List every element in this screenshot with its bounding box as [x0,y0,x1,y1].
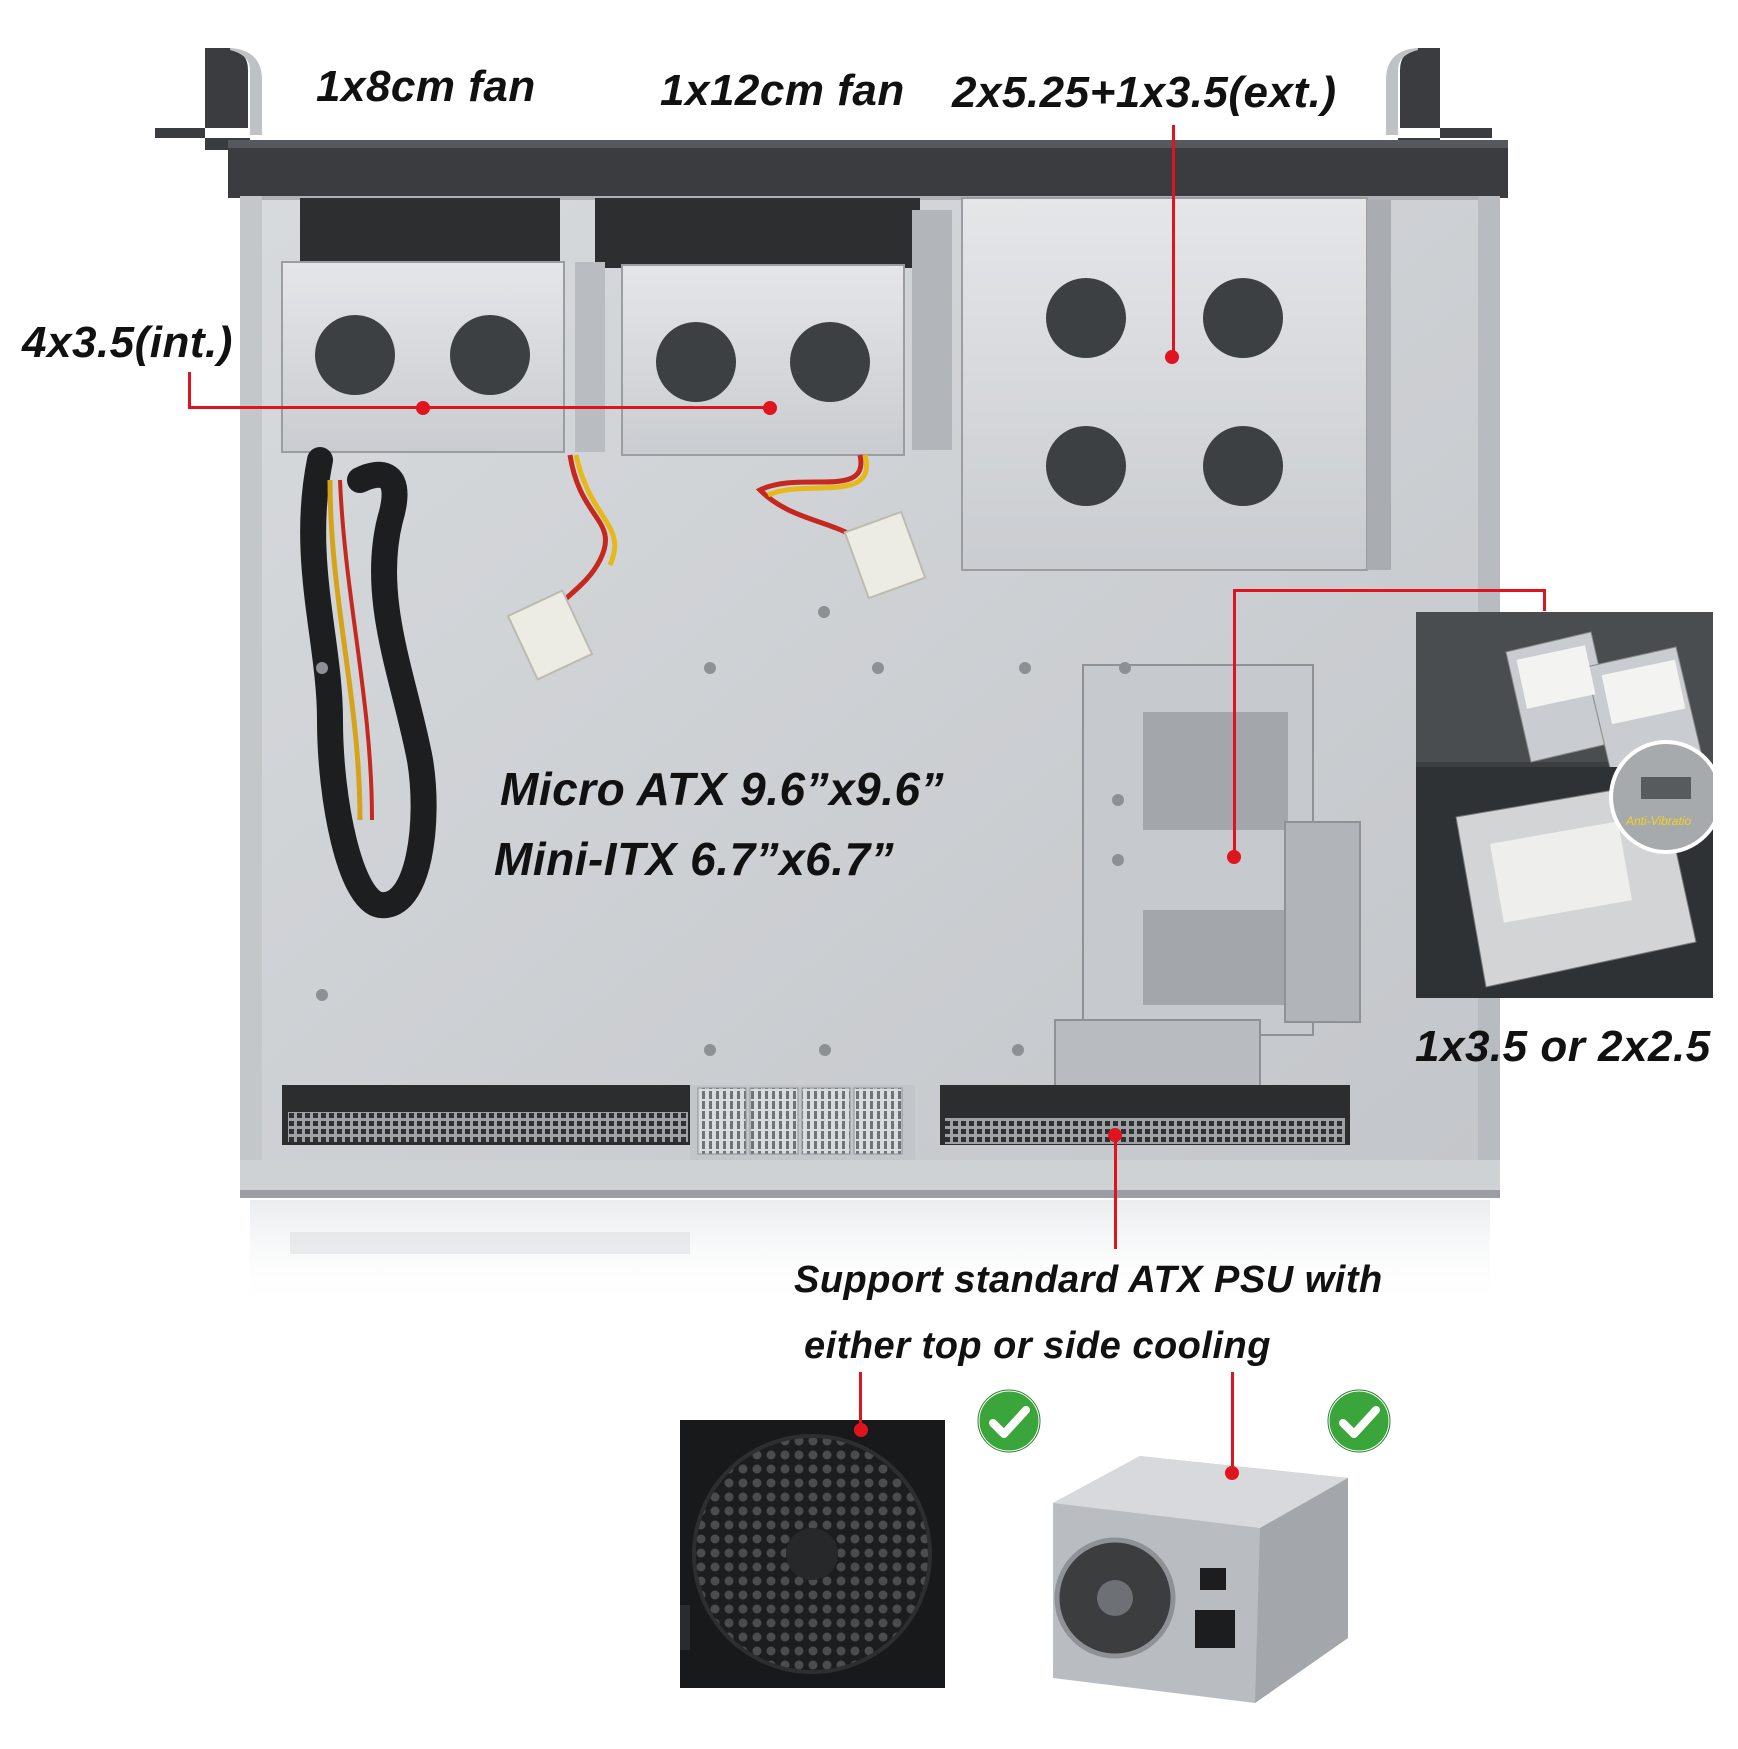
callout-ext-dot [1165,350,1179,364]
label-psu-line2: either top or side cooling [804,1325,1271,1367]
callout-ext-vertical [1172,125,1175,357]
rack-ear-left [155,48,250,150]
chassis-illustration [155,48,1508,1310]
callout-psu-vertical [1114,1133,1117,1249]
psu-side-cooling-image [1053,1456,1348,1703]
callout-psu-side-line [1231,1372,1234,1472]
label-board-line2: Mini-ITX 6.7”x6.7” [494,833,895,885]
callout-int-dot-1 [416,401,430,415]
label-fan-large: 1x12cm fan [660,66,905,115]
callout-psu-side-dot [1225,1466,1239,1480]
hdd-inset-photo: Anti-Vibratio [1416,612,1713,998]
callout-hdd-horizontal [1233,589,1546,592]
anti-vibration-label: Anti-Vibratio [1626,814,1692,828]
rack-ear-right [1398,48,1492,150]
callout-psu-top-line [859,1372,862,1430]
label-int-bays: 4x3.5(int.) [22,318,233,367]
cable-bundle [300,447,437,919]
fan-cable-2 [755,454,864,543]
label-fan-small: 1x8cm fan [316,62,536,111]
callout-int-dot-2 [763,401,777,415]
label-board-line1: Micro ATX 9.6”x9.6” [500,763,945,815]
ext-bay-cage [961,197,1368,571]
check-icon [1326,1388,1392,1454]
callout-int-vertical [188,372,191,409]
callout-hdd-dot [1227,850,1241,864]
callout-psu-top-dot [854,1423,868,1437]
callout-psu-dot [1108,1128,1122,1142]
label-ext-bays: 2x5.25+1x3.5(ext.) [952,68,1337,117]
check-icon [976,1388,1042,1454]
label-hdd-option: 1x3.5 or 2x2.5 [1415,1022,1711,1071]
callout-int-horizontal [188,406,770,409]
label-psu-line1: Support standard ATX PSU with [794,1259,1383,1301]
callout-hdd-vertical-left [1233,589,1236,855]
callout-hdd-vertical-right [1543,589,1546,611]
psu-top-cooling-image [680,1420,945,1688]
